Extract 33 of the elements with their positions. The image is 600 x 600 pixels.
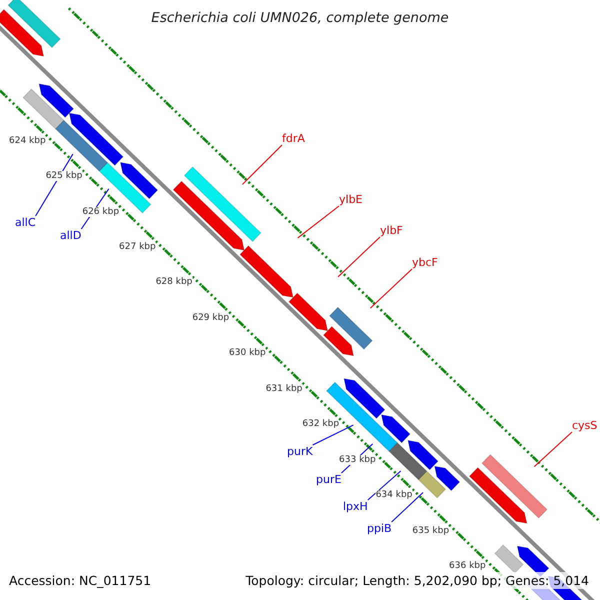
scale-label: 627 kbp (119, 242, 156, 252)
gene-label: ylbF (380, 224, 403, 237)
gene-label: lpxH (343, 500, 368, 513)
gene-label: fdrA (282, 132, 305, 145)
scale-label: 635 kbp (412, 526, 450, 536)
gene-label: ylbE (339, 193, 362, 206)
leader-line (367, 470, 402, 500)
leader-line (534, 432, 572, 468)
scale-label: 636 kbp (449, 561, 486, 572)
leader-line (391, 492, 424, 522)
scale-label: 633 kbp (339, 454, 376, 465)
scale-label: 629 kbp (192, 312, 230, 323)
leader-line (242, 144, 282, 185)
gene-label: cysS (572, 419, 598, 432)
scale-label: 625 kbp (46, 171, 82, 182)
scale-label: 631 kbp (266, 384, 302, 394)
title: Escherichia coli UMN026, complete genome (150, 10, 450, 26)
gene-label: allD (60, 229, 82, 242)
gene-label: ybcF (412, 256, 438, 269)
scale-label: 630 kbp (229, 348, 266, 358)
leader-line (370, 268, 412, 309)
leader-line (338, 236, 380, 278)
scale-label: 624 kbp (9, 136, 46, 146)
leader-line (312, 424, 354, 446)
scale-label: 632 kbp (302, 419, 340, 430)
leader-line (297, 206, 340, 238)
gene-label: purE (316, 473, 342, 486)
scale-label: 628 kbp (156, 277, 192, 288)
scale-label: 634 kbp (376, 490, 412, 500)
gene-label: ppiB (367, 522, 392, 535)
gene-label: allC (15, 216, 36, 229)
scale-label: 626 kbp (82, 206, 120, 217)
gene-label: purK (287, 445, 313, 458)
